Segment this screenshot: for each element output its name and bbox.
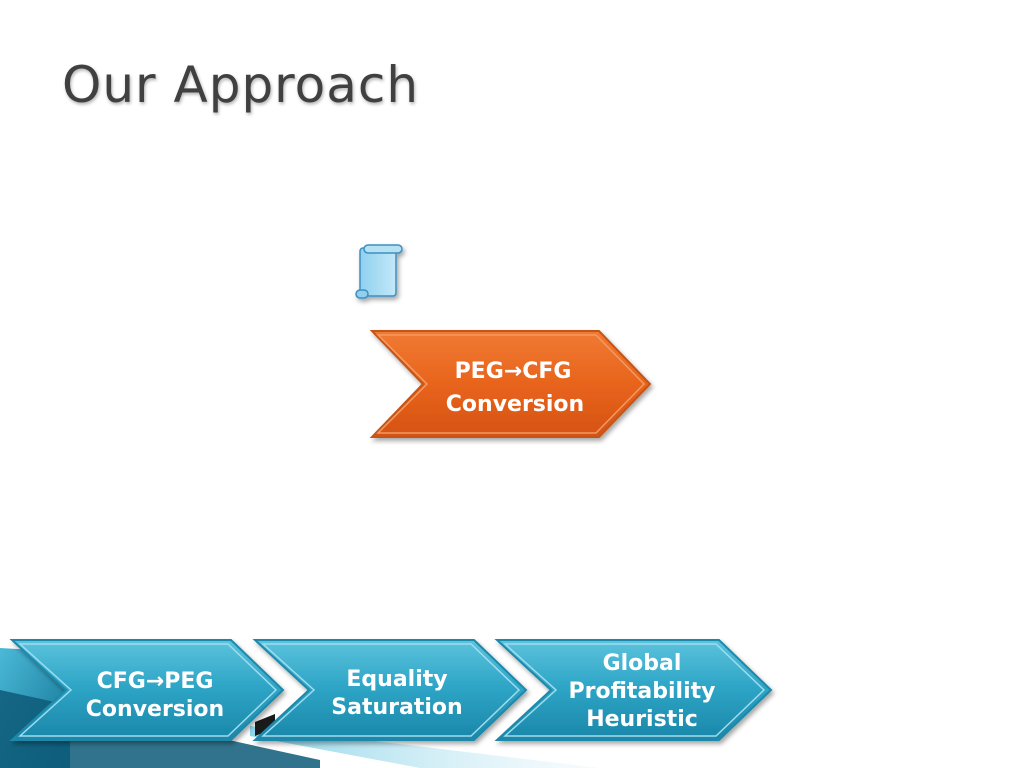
scroll-document-icon	[355, 244, 403, 299]
highlight-step-line-1: PEG→CFG	[455, 359, 572, 384]
slide-title: Our Approach	[62, 56, 420, 114]
highlight-step-chevron: PEG→CFG Conversion	[369, 330, 652, 438]
pipeline-step-1-line-2: Conversion	[86, 697, 224, 722]
pipeline-step-3: Global Profitability Heuristic	[494, 639, 773, 741]
pipeline-step-2: Equality Saturation	[252, 639, 528, 741]
pipeline-step-2-line-2: Saturation	[331, 695, 462, 720]
pipeline-step-3-line-3: Heuristic	[586, 707, 698, 732]
pipeline-step-1: CFG→PEG Conversion	[9, 639, 285, 741]
highlight-step-line-2: Conversion	[446, 392, 584, 417]
pipeline-step-2-line-1: Equality	[346, 667, 447, 692]
pipeline-step-3-line-1: Global	[603, 651, 682, 676]
pipeline-step-3-line-2: Profitability	[569, 679, 716, 704]
pipeline: CFG→PEG Conversion Equality Saturation G…	[9, 639, 773, 741]
pipeline-step-1-line-1: CFG→PEG	[97, 669, 214, 694]
